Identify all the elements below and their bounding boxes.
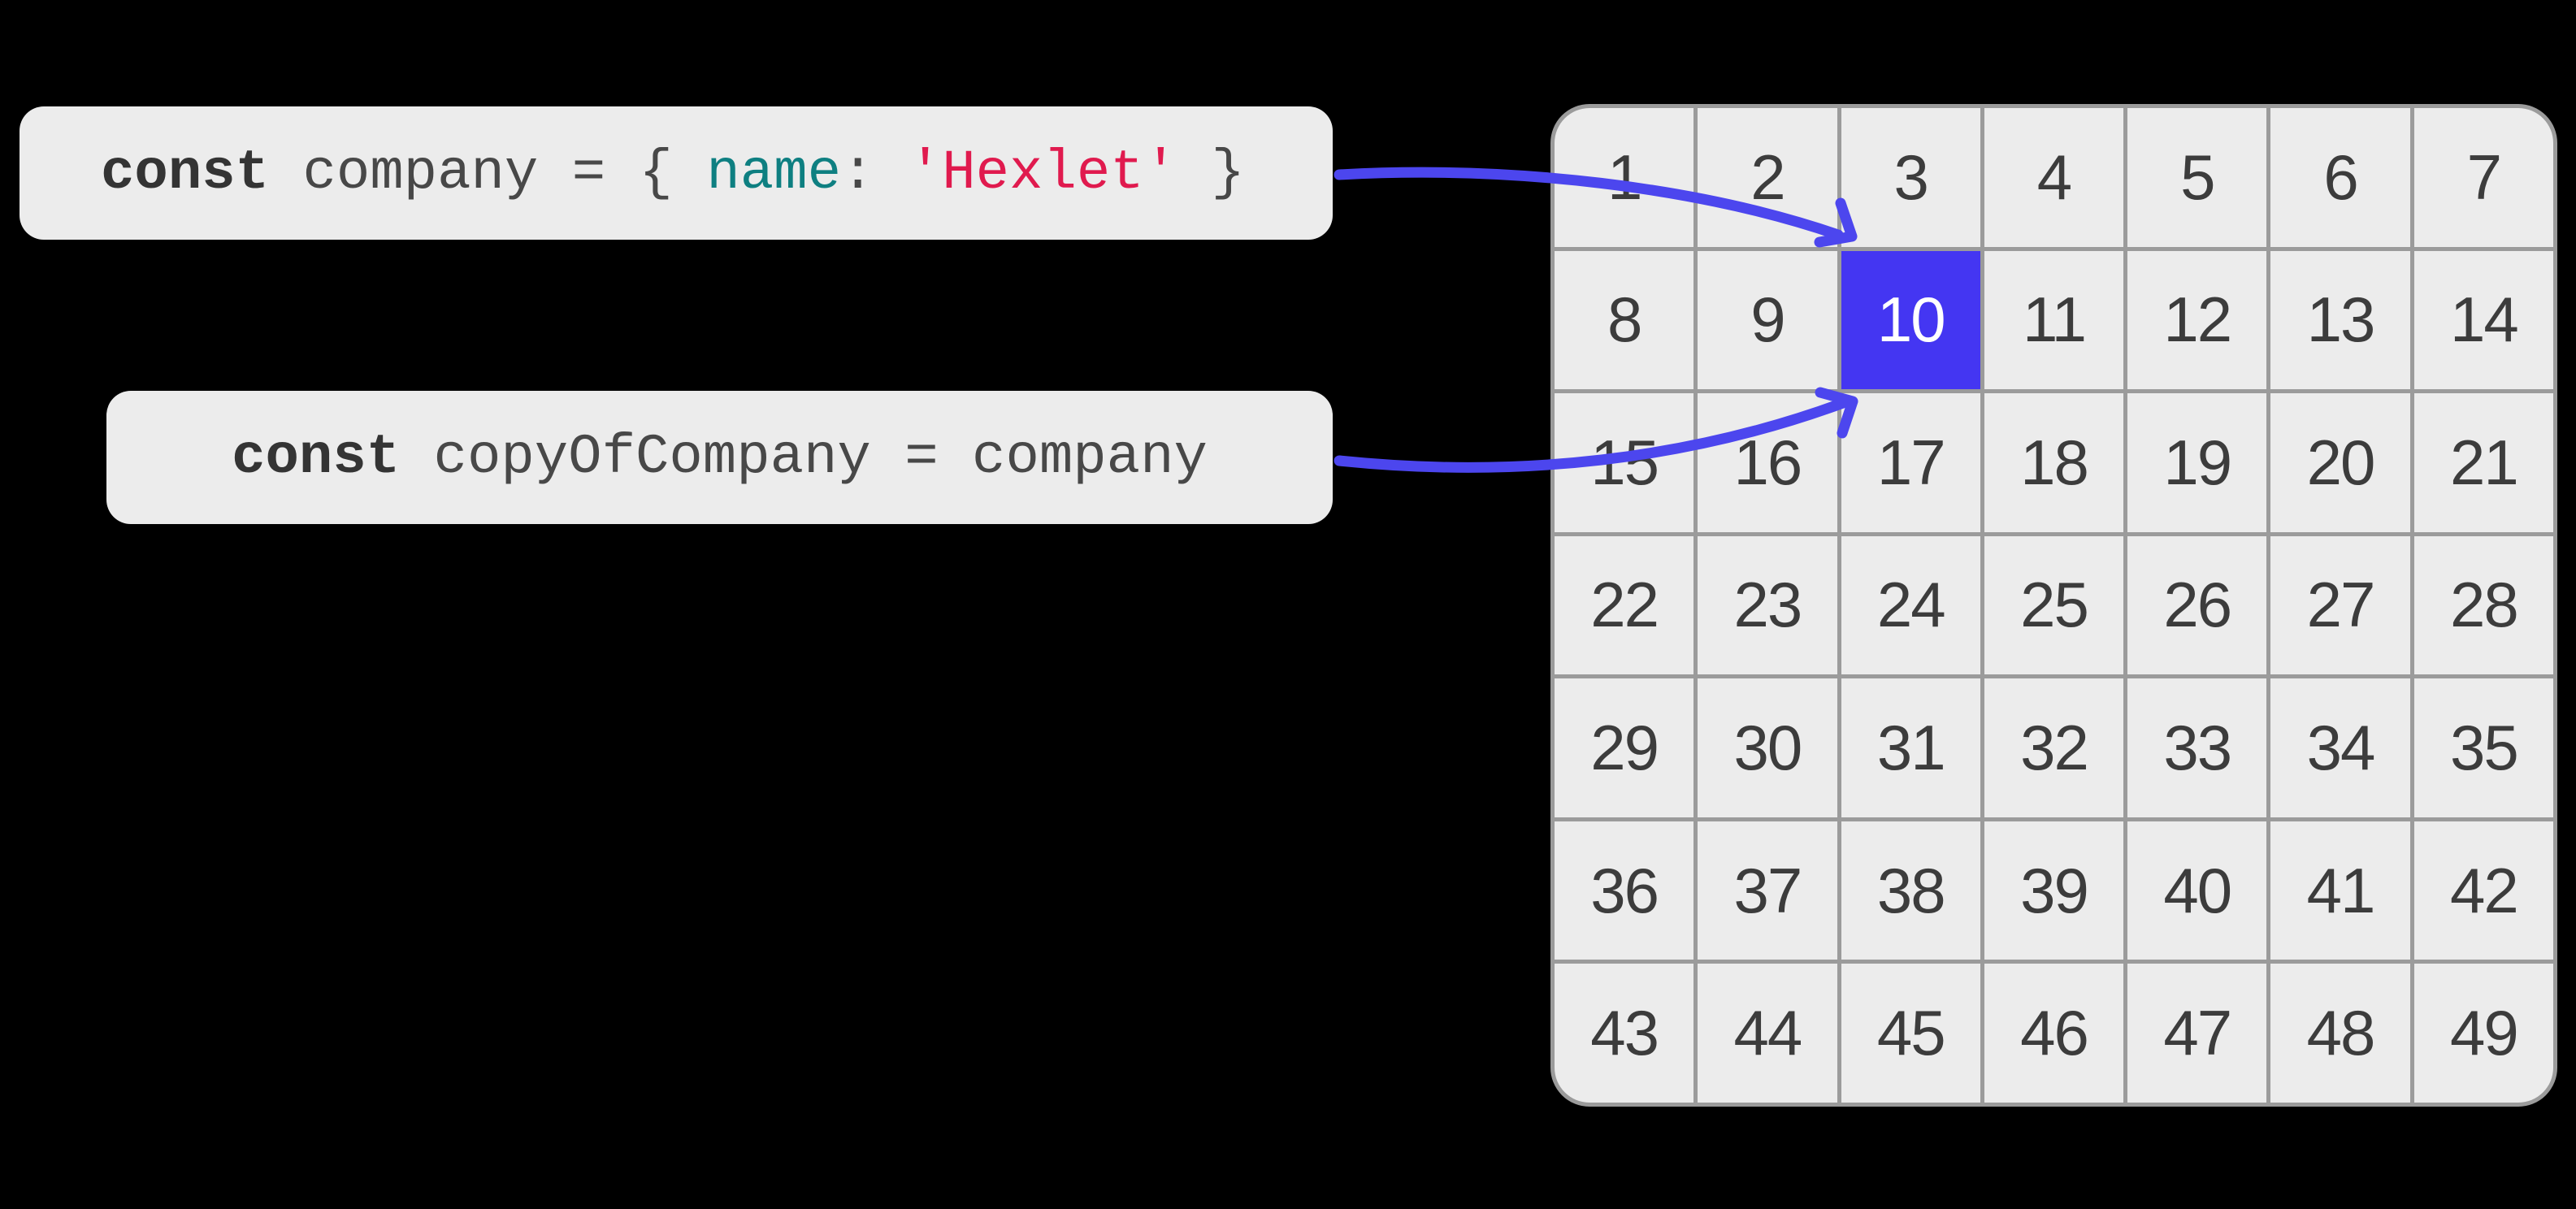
memory-cell: 9 <box>1698 250 1837 390</box>
memory-cell: 24 <box>1841 535 1980 675</box>
memory-cell: 23 <box>1698 535 1837 675</box>
memory-cell: 45 <box>1841 964 1980 1103</box>
arrow-copy-to-cell10 <box>1334 387 1858 473</box>
memory-cell: 43 <box>1555 964 1694 1103</box>
memory-cell: 8 <box>1555 250 1694 390</box>
memory-cell: 32 <box>1984 678 2124 817</box>
memory-cell: 38 <box>1841 821 1980 960</box>
arrow-shaft <box>1334 397 1849 473</box>
memory-cell: 17 <box>1841 393 1980 532</box>
memory-cell: 12 <box>2127 250 2267 390</box>
memory-cell: 30 <box>1698 678 1837 817</box>
memory-cell: 33 <box>2127 678 2267 817</box>
memory-cell: 35 <box>2413 678 2553 817</box>
memory-cell: 14 <box>2413 250 2553 390</box>
memory-cell: 2 <box>1698 108 1837 247</box>
memory-cell: 26 <box>2127 535 2267 675</box>
memory-cell-highlighted: 10 <box>1841 250 1980 390</box>
memory-cell: 28 <box>2413 535 2553 675</box>
memory-cell: 41 <box>2270 821 2410 960</box>
code-box-company: const company = { name: 'Hexlet' } <box>20 106 1333 240</box>
memory-cell: 44 <box>1698 964 1837 1103</box>
memory-cell: 25 <box>1984 535 2124 675</box>
memory-cell: 29 <box>1555 678 1694 817</box>
memory-cell: 46 <box>1984 964 2124 1103</box>
memory-cell: 37 <box>1698 821 1837 960</box>
memory-cell: 7 <box>2413 108 2553 247</box>
code-box-copy: const copyOfCompany = company <box>106 391 1333 524</box>
memory-cell: 22 <box>1555 535 1694 675</box>
code-token-plain: copyOfCompany = company <box>400 426 1208 489</box>
memory-cell: 40 <box>2127 821 2267 960</box>
memory-cell: 11 <box>1984 250 2124 390</box>
memory-cell: 5 <box>2127 108 2267 247</box>
code-token-property: name <box>706 141 841 205</box>
arrow-shaft <box>1334 167 1844 240</box>
memory-cell: 21 <box>2413 393 2553 532</box>
memory-cell: 4 <box>1984 108 2124 247</box>
arrow-head <box>1815 387 1858 439</box>
memory-cell: 18 <box>1984 393 2124 532</box>
code-token-string: 'Hexlet' <box>908 141 1178 205</box>
memory-cell: 47 <box>2127 964 2267 1103</box>
code-token-plain: } <box>1177 141 1245 205</box>
memory-cell: 6 <box>2270 108 2410 247</box>
memory-cell: 49 <box>2413 964 2553 1103</box>
memory-cell: 13 <box>2270 250 2410 390</box>
memory-cell: 36 <box>1555 821 1694 960</box>
memory-cell: 27 <box>2270 535 2410 675</box>
arrow-company-to-cell10 <box>1334 167 1858 248</box>
arrow-head <box>1814 197 1858 248</box>
memory-cell: 48 <box>2270 964 2410 1103</box>
memory-cell: 19 <box>2127 393 2267 532</box>
memory-cell: 3 <box>1841 108 1980 247</box>
memory-cell: 20 <box>2270 393 2410 532</box>
memory-cell: 39 <box>1984 821 2124 960</box>
code-token-plain: : <box>840 141 909 205</box>
code-token-plain: company = { <box>269 141 707 205</box>
memory-cell: 42 <box>2413 821 2553 960</box>
memory-cell: 31 <box>1841 678 1980 817</box>
code-token-keyword: const <box>232 426 401 489</box>
code-token-keyword: const <box>101 141 270 205</box>
memory-cell: 34 <box>2270 678 2410 817</box>
